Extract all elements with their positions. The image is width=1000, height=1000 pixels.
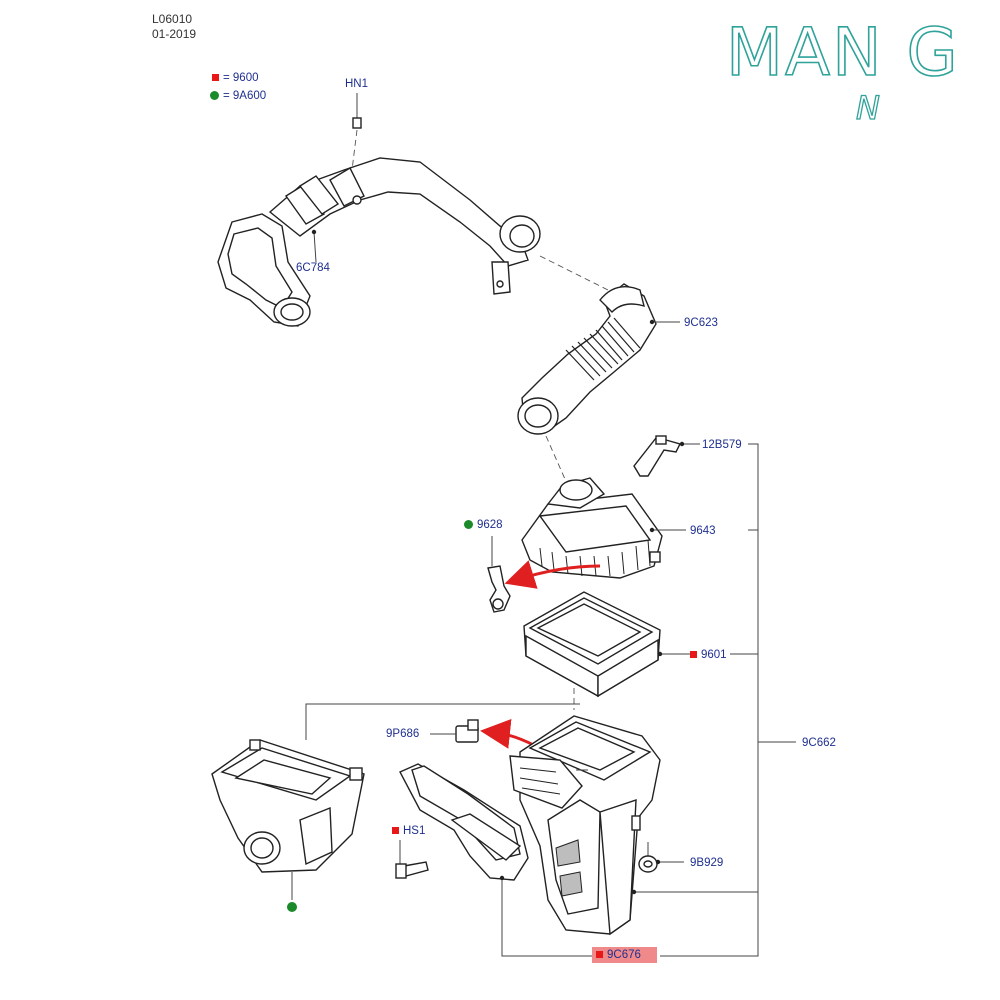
filter-element-9601 bbox=[523, 591, 661, 698]
brand-logo: MAN G bbox=[725, 14, 960, 91]
label-9b929[interactable]: 9B929 bbox=[690, 857, 724, 869]
label-9601[interactable]: 9601 bbox=[690, 648, 727, 662]
brand-logo-sub: N bbox=[855, 89, 880, 127]
sensor-12b579 bbox=[633, 435, 682, 477]
clip-9628 bbox=[487, 536, 511, 613]
label-9c623[interactable]: 9C623 bbox=[684, 317, 718, 329]
housing-alt-view bbox=[211, 739, 365, 873]
legend-green-text: = 9A600 bbox=[223, 90, 267, 102]
red-arrow-clip bbox=[504, 560, 601, 589]
connector-9p686 bbox=[455, 719, 479, 743]
hn1-bolt bbox=[351, 93, 362, 171]
label-6c784[interactable]: 6C784 bbox=[296, 262, 330, 274]
label-hs1-text: HS1 bbox=[403, 825, 426, 837]
label-9628[interactable]: 9628 bbox=[464, 518, 503, 532]
label-hs1[interactable]: HS1 bbox=[392, 824, 425, 838]
label-12b579[interactable]: 12B579 bbox=[702, 439, 742, 451]
intake-tube-6c784 bbox=[217, 157, 541, 327]
label-9c676[interactable]: 9C676 bbox=[592, 947, 657, 963]
inlet-duct-9c676 bbox=[399, 763, 529, 881]
label-9p686[interactable]: 9P686 bbox=[386, 728, 420, 740]
label-hn1[interactable]: HN1 bbox=[345, 78, 369, 90]
red-square-icon bbox=[392, 827, 399, 835]
grommet-9b929 bbox=[638, 842, 658, 873]
label-9c676-text: 9C676 bbox=[607, 949, 641, 961]
air-cleaner-cover-9643 bbox=[521, 477, 663, 579]
legend-red-text: = 9600 bbox=[223, 72, 259, 84]
label-9c662[interactable]: 9C662 bbox=[802, 737, 836, 749]
bolt-hs1 bbox=[395, 840, 429, 879]
diagram-code: L06010 bbox=[152, 12, 193, 26]
green-dot-icon bbox=[464, 520, 473, 530]
kit-bracket-9c662 bbox=[501, 443, 796, 957]
diagram-date: 01-2019 bbox=[152, 27, 197, 41]
red-square-icon bbox=[596, 951, 603, 959]
green-dot-icon bbox=[210, 91, 219, 101]
green-dot-marker bbox=[287, 902, 297, 912]
hose-9c623 bbox=[517, 283, 657, 435]
air-cleaner-body bbox=[509, 715, 661, 936]
label-9628-text: 9628 bbox=[477, 519, 503, 531]
label-9601-text: 9601 bbox=[701, 649, 727, 661]
label-9643[interactable]: 9643 bbox=[690, 525, 716, 537]
legend-green-item: = 9A600 bbox=[210, 89, 266, 103]
red-square-icon bbox=[690, 651, 697, 659]
legend-red-item: = 9600 bbox=[212, 71, 259, 85]
red-square-icon bbox=[212, 74, 219, 82]
label-9c676-highlight: 9C676 bbox=[592, 947, 657, 963]
